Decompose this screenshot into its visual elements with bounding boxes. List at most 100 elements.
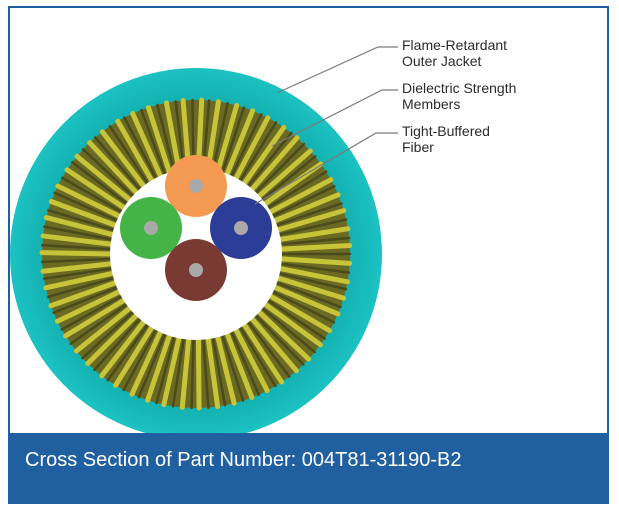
strength-member-strand [40,233,114,247]
callout-labels: Flame-Retardant Outer Jacket Dielectric … [402,37,516,155]
caption-text: Cross Section of Part Number: 004T81-311… [25,449,462,471]
fiber-green [120,197,182,259]
strength-member-strand [275,281,342,309]
strength-member-strand [42,267,113,280]
strength-member-strand [39,250,113,257]
strength-member-strand [113,325,155,388]
strength-member-strand [155,335,176,405]
strength-member-strand [278,218,348,236]
strength-member-strand [54,289,122,324]
strength-member-strand [40,261,114,274]
strength-member-strand [249,316,299,374]
fiber-orange [165,155,227,217]
strength-member-strand [276,208,347,233]
strength-member-strand [211,102,229,171]
strength-member-strand [60,295,123,331]
strength-member-strand [242,124,287,186]
strength-member-strand [115,118,155,183]
callout-jacket-line1: Flame-Retardant [402,37,507,53]
strength-member-strand [43,270,115,291]
strength-member-strand [256,309,312,362]
cable-cross-section-diagram: Flame-Retardant Outer Jacket Dielectric … [10,37,516,436]
strength-member-strand [247,131,293,188]
strength-member-strand [195,337,202,411]
strength-member-strand [224,108,256,177]
caption-bar: Cross Section of Part Number: 004T81-311… [10,433,607,502]
fiber-green-core [144,221,158,235]
strength-member-strand [278,266,350,285]
strength-member-strand [233,327,270,394]
strength-member-strand [122,328,158,392]
strength-member-strand [93,136,141,191]
strength-member-strand [130,111,163,179]
strength-member-strand [267,299,326,340]
strength-member-strand [280,262,351,274]
strength-member-strand [174,100,186,171]
strength-member-strand [271,290,336,324]
strength-member-strand [179,337,192,410]
strength-member-strand [40,257,112,264]
strength-member-strand [87,140,139,195]
strength-member-strand [137,332,167,399]
strength-member-strand [268,293,333,334]
strength-member-strand [254,142,306,194]
strength-member-strand [140,108,167,176]
strength-member-strand [71,160,128,205]
strength-member-strand [55,183,122,219]
strength-member-strand [85,313,139,367]
strength-member-strand [271,185,336,218]
strength-member-strand [205,336,221,409]
callout-line-fiber [254,132,398,205]
strength-member-strand [156,103,176,173]
strength-member-strand [81,148,134,198]
strength-member-strand [81,310,134,360]
strength-member-strand [278,226,351,242]
callout-lines [254,46,398,205]
strength-member-strand [74,153,132,203]
strength-member-strand [247,320,291,378]
strength-member-strand [230,330,261,396]
strength-member-strand [161,335,182,408]
callout-strength-line2: Members [402,96,460,112]
strength-member-strand [108,125,149,185]
fiber-orange-core [189,179,203,193]
strength-member-strand [129,329,163,397]
strength-member-strand [221,334,245,402]
strength-member-strand [99,319,146,379]
strength-member-strand [73,305,132,354]
fiber-blue [210,197,272,259]
strength-member-strand [99,129,146,189]
strength-member-strand [249,135,300,192]
strength-member-strand [64,167,127,211]
strength-member-strand [53,191,119,222]
strength-member-strand [47,209,115,232]
strength-member-strand [215,102,240,174]
strength-member-strand [256,148,313,199]
strength-member-strand [254,314,305,366]
tight-buffered-fibers [120,155,272,301]
strength-member-strand [190,338,195,410]
strength-member-strand [275,202,343,227]
strength-member-strand [272,192,341,224]
strength-member-strand [43,225,113,241]
strength-member-strand [239,121,278,182]
strength-member-strand [233,115,271,181]
strength-member-strand [43,215,115,238]
callout-fiber-line2: Fiber [402,139,434,155]
strength-member-strand [41,243,112,251]
strength-member-strand [69,303,128,345]
strength-member-strand [215,334,237,406]
callout-jacket-line2: Outer Jacket [402,53,481,69]
strength-member-strand [171,337,186,408]
strength-member-strand [268,177,334,215]
strength-member-strand [163,100,182,173]
diagram-frame: Flame-Retardant Outer Jacket Dielectric … [8,6,609,504]
strength-member-strand [145,105,172,175]
strength-member-strand [239,326,277,388]
strength-member-strand [279,256,353,266]
fiber-brown-core [189,263,203,277]
strength-member-strand [224,331,255,401]
fiber-brown [165,239,227,301]
strength-member-strand [211,337,227,407]
strength-member-strand [221,106,246,174]
